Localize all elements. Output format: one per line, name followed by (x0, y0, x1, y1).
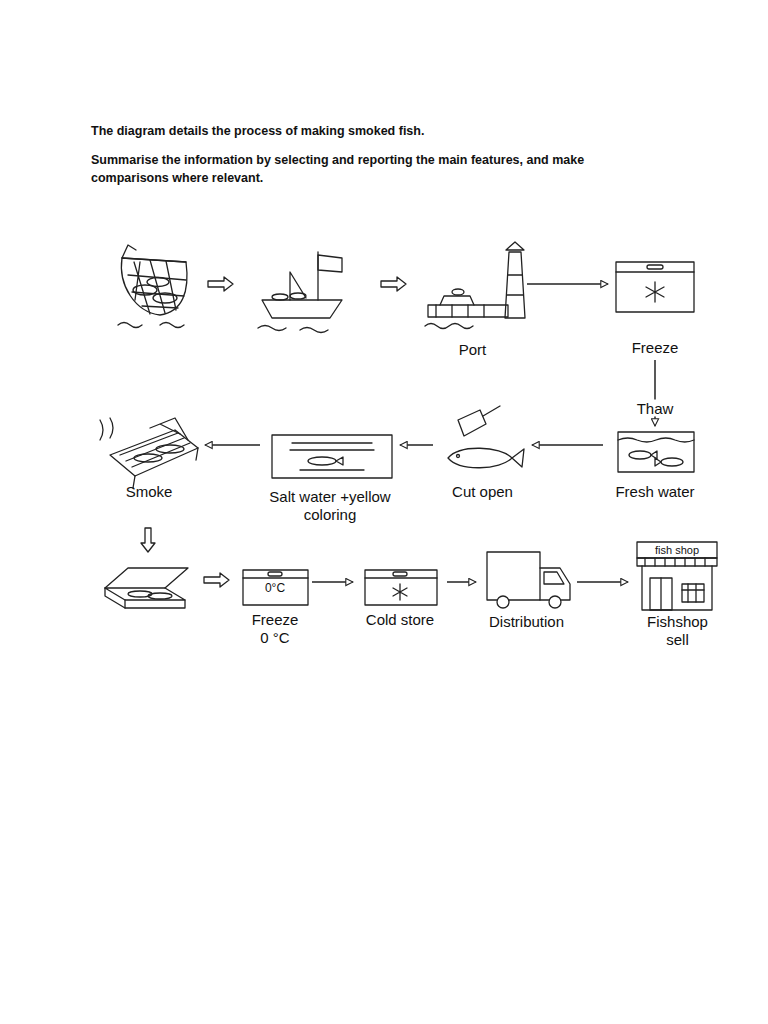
process-step: Salt water +yellow coloring (262, 430, 398, 525)
port-pier (425, 242, 525, 329)
process-arrow (205, 444, 260, 446)
process-arrow (654, 360, 656, 426)
process-arrow (527, 283, 608, 285)
smoking-grill (100, 418, 198, 488)
fishing-net (118, 245, 187, 328)
step-label: Fishshop sell (642, 613, 714, 651)
water-tank (618, 432, 694, 472)
salt-water-tank (272, 435, 392, 478)
process-step: Freeze 0 °C (240, 560, 310, 648)
process-arrow (532, 444, 603, 446)
cold-store-box (365, 570, 437, 605)
process-step: Freeze (610, 255, 700, 358)
step-label: Fresh water (615, 483, 694, 502)
freezer-box (616, 262, 694, 312)
step-label: Port (459, 341, 487, 360)
process-step: Cold store (355, 560, 445, 630)
process-step: Fresh water (605, 428, 705, 502)
delivery-truck (487, 552, 570, 608)
process-arrow (141, 277, 406, 587)
process-step: Cut open (435, 400, 530, 502)
step-label: Freeze (632, 339, 679, 358)
title: The diagram details the process of makin… (91, 122, 671, 140)
process-arrow (400, 444, 433, 446)
process-step: Fishshop sell (630, 540, 725, 650)
instruction: Summarise the information by selecting a… (91, 151, 661, 187)
step-label: Salt water +yellow coloring (268, 488, 393, 526)
picture-label: 0°C (265, 581, 285, 595)
step-label: Distribution (489, 613, 564, 632)
freezer-box (243, 570, 308, 605)
edge-label: Thaw (634, 399, 677, 416)
step-label: Cold store (366, 611, 434, 630)
packing-box (105, 568, 188, 608)
knife-and-fish (448, 406, 524, 468)
step-label: Cut open (452, 483, 513, 502)
process-arrow (577, 581, 628, 583)
fishing-boat (258, 252, 342, 333)
step-label: Smoke (126, 483, 173, 502)
fish-shop (637, 542, 717, 610)
picture-label: fish shop (655, 544, 699, 556)
process-arrow (447, 581, 476, 583)
process-step: Smoke (95, 415, 203, 502)
process-arrow (312, 581, 353, 583)
process-step: Distribution (478, 545, 575, 632)
process-step: Port (420, 245, 525, 360)
step-label: Freeze 0 °C (247, 611, 303, 649)
